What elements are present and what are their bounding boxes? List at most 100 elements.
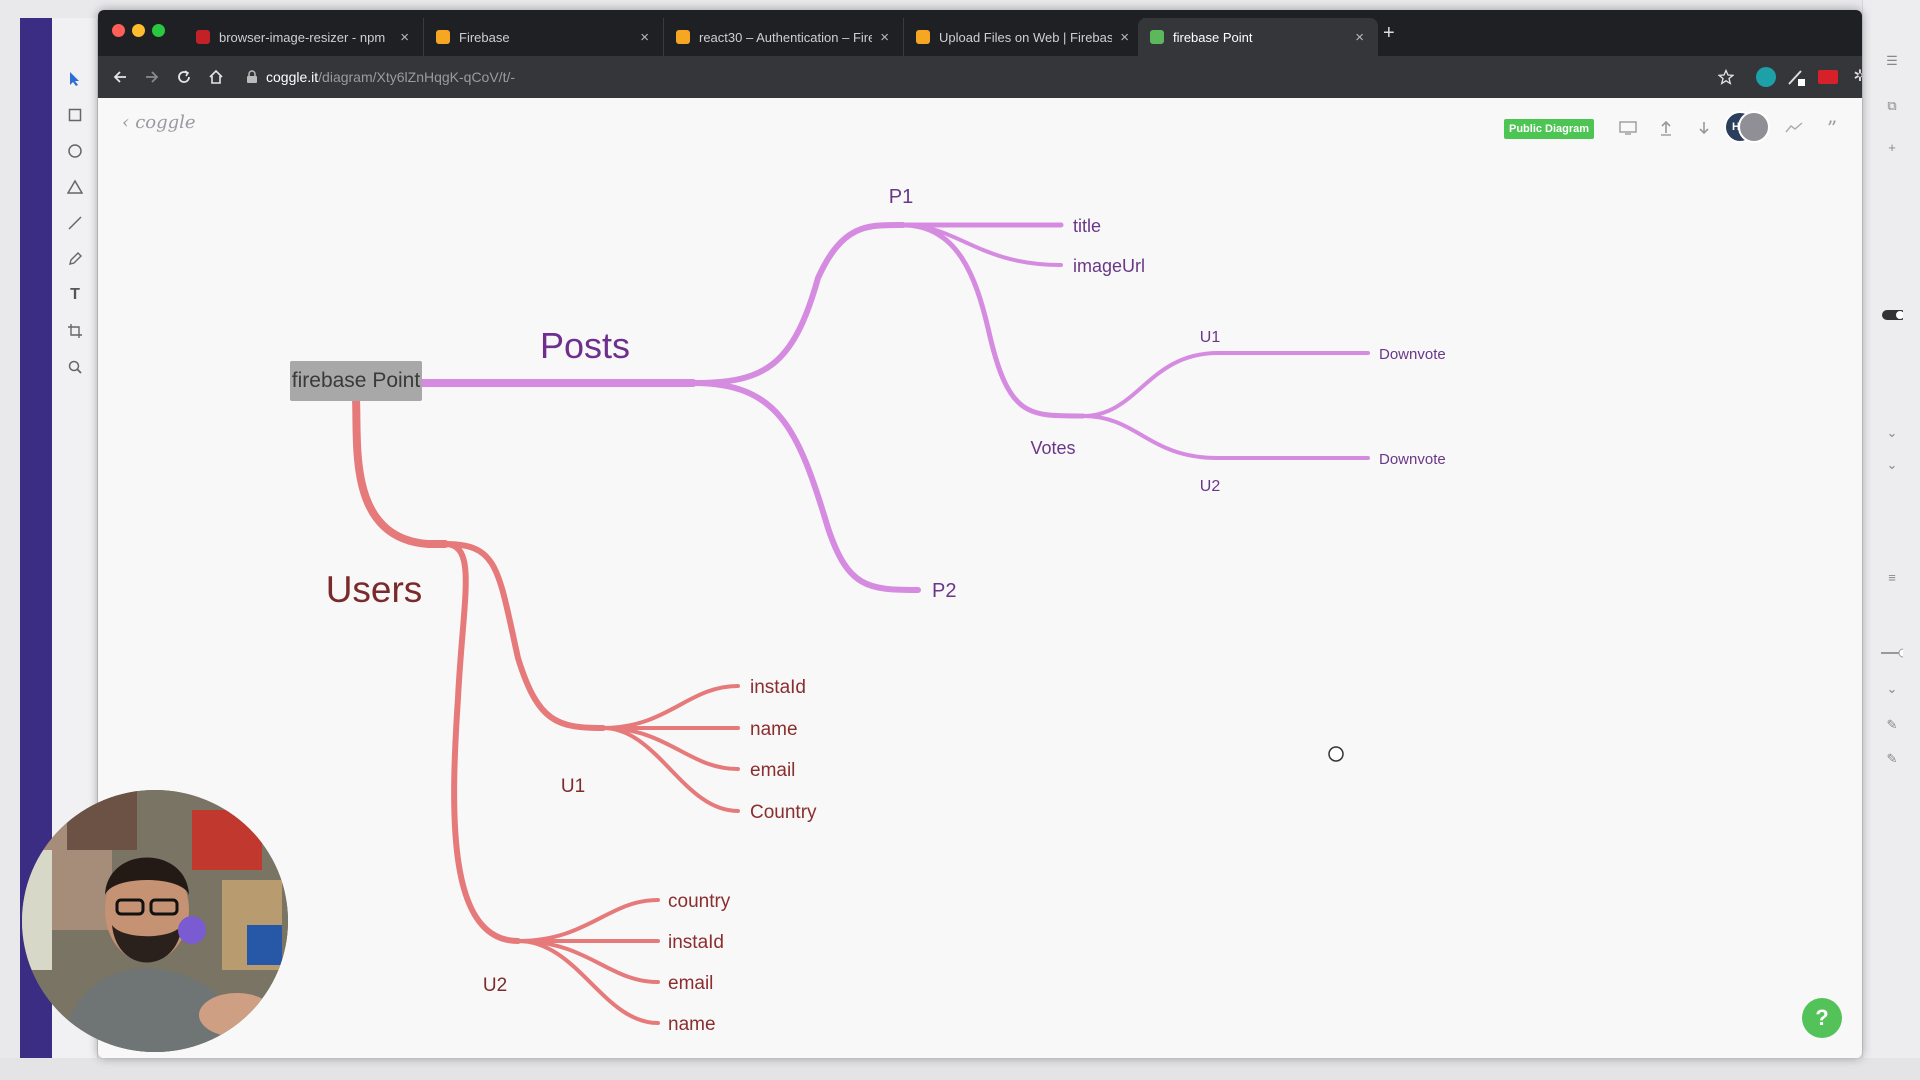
node-title[interactable]: title <box>1073 216 1101 236</box>
node-p2[interactable]: P2 <box>932 580 956 602</box>
npm-favicon-icon <box>196 30 210 44</box>
mind-map: Posts P1 title imageUrl Votes U1 U2 Down… <box>326 186 1446 1035</box>
branch-votes <box>900 222 1086 419</box>
tab-close-icon[interactable]: × <box>400 28 409 46</box>
reload-icon[interactable] <box>172 65 196 89</box>
eyedropper-icon-2[interactable]: ✎ <box>1886 751 1898 766</box>
crop-tool-icon[interactable] <box>64 320 86 342</box>
panel-chevron-down-icon-2[interactable]: ⌄ <box>1886 457 1898 472</box>
node-users-u1[interactable]: U1 <box>561 776 585 797</box>
rectangle-tool-icon[interactable] <box>64 104 86 126</box>
firebase-favicon-icon <box>676 30 690 44</box>
comment-quote-icon[interactable]: ” <box>1826 116 1838 140</box>
branch-country <box>601 726 740 813</box>
cursor-hand-icon <box>1328 746 1344 762</box>
coggle-back-link[interactable]: ‹ coggle <box>122 112 196 133</box>
tab-upload-files[interactable]: Upload Files on Web | Firebas × <box>904 18 1144 56</box>
node-downvote-u1[interactable]: Downvote <box>1379 346 1446 363</box>
share-upload-icon[interactable] <box>1654 116 1678 140</box>
node-u2-name[interactable]: name <box>668 1014 716 1035</box>
tab-firebase[interactable]: Firebase × <box>424 18 664 56</box>
text-tool-icon[interactable]: T <box>70 286 80 303</box>
tab-close-icon[interactable]: × <box>1355 28 1364 46</box>
node-p1[interactable]: P1 <box>889 186 913 208</box>
pointer-tool-icon[interactable] <box>64 68 86 90</box>
root-node[interactable]: firebase Point <box>290 361 422 401</box>
branch-u2-name <box>516 939 660 1025</box>
branch-votes-u1 <box>1081 351 1370 418</box>
node-u1-name[interactable]: name <box>750 719 798 740</box>
tab-close-icon[interactable]: × <box>640 28 649 46</box>
branch-p2 <box>690 380 921 593</box>
node-users[interactable]: Users <box>326 569 423 610</box>
address-bar[interactable]: coggle.it/diagram/Xty6lZnHqgK-qCoV/t/- <box>246 62 1746 92</box>
extension-grammarly-icon[interactable] <box>1756 67 1776 87</box>
present-icon[interactable] <box>1616 116 1640 140</box>
node-posts[interactable]: Posts <box>540 325 630 366</box>
tab-firebase-point[interactable]: firebase Point × <box>1138 18 1378 56</box>
triangle-tool-icon[interactable] <box>64 176 86 198</box>
public-diagram-badge[interactable]: Public Diagram <box>1504 119 1595 139</box>
browser-window: browser-image-resizer - npm × Firebase ×… <box>98 10 1862 1058</box>
tab-title: firebase Point <box>1173 29 1253 45</box>
extension-pen-icon[interactable] <box>1786 67 1806 87</box>
history-icon[interactable] <box>1782 116 1806 140</box>
panel-copy-icon[interactable]: ⧉ <box>1887 98 1897 113</box>
bookmark-star-icon[interactable] <box>1714 65 1738 89</box>
help-button[interactable]: ? <box>1802 998 1842 1038</box>
panel-menu-icon[interactable]: ☰ <box>1886 53 1898 68</box>
collaborator-avatars[interactable]: HC <box>1724 111 1770 145</box>
node-users-u2[interactable]: U2 <box>483 975 507 996</box>
branch-u2-email <box>516 939 660 984</box>
branch-votes-u2 <box>1081 414 1370 460</box>
node-votes-u2[interactable]: U2 <box>1200 478 1221 495</box>
tab-close-icon[interactable]: × <box>880 28 889 46</box>
node-u1-email[interactable]: email <box>750 760 795 781</box>
tab-title: Upload Files on Web | Firebas <box>939 29 1113 45</box>
zoom-tool-icon[interactable] <box>64 356 86 378</box>
node-downvote-u2[interactable]: Downvote <box>1379 451 1446 468</box>
tab-close-icon[interactable]: × <box>1120 28 1129 46</box>
presenter-video-image <box>22 790 288 1052</box>
desktop-bottom-strip <box>0 1058 1920 1080</box>
chevron-left-icon: ‹ <box>122 112 130 133</box>
node-u1-instaid[interactable]: instaId <box>750 677 806 698</box>
panel-plus-icon[interactable]: + <box>1888 139 1896 155</box>
panel-chevron-down-icon[interactable]: ⌄ <box>1886 425 1898 440</box>
extension-red-icon[interactable] <box>1818 70 1838 84</box>
node-u1-country[interactable]: Country <box>750 802 817 823</box>
eyedropper-icon[interactable]: ✎ <box>1886 717 1898 732</box>
avatar <box>1738 111 1770 143</box>
node-imageurl[interactable]: imageUrl <box>1073 256 1145 276</box>
panel-toggle-icon[interactable] <box>1881 304 1903 326</box>
url-path: /diagram/Xty6lZnHqgK-qCoV/t/- <box>318 69 516 85</box>
pen-tool-icon[interactable] <box>64 248 86 270</box>
line-tool-icon[interactable] <box>64 212 86 234</box>
window-close-button[interactable] <box>112 24 125 37</box>
circle-tool-icon[interactable] <box>64 140 86 162</box>
download-icon[interactable] <box>1692 116 1716 140</box>
panel-filter-icon[interactable]: ≡ <box>1888 569 1896 585</box>
branch-users <box>352 394 449 548</box>
branch-p1 <box>690 221 906 386</box>
tab-authentication[interactable]: react30 – Authentication – Fire × <box>664 18 904 56</box>
coggle-canvas[interactable]: ‹ coggle Public Diagram HC ” <box>98 98 1862 1058</box>
branch-u2-country <box>516 898 660 943</box>
forward-arrow-icon[interactable] <box>140 65 164 89</box>
new-tab-button[interactable]: + <box>1383 22 1395 44</box>
panel-chevron-down-icon-3[interactable]: ⌄ <box>1886 681 1898 696</box>
tab-title: react30 – Authentication – Fire <box>699 29 873 45</box>
home-icon[interactable] <box>204 65 228 89</box>
back-arrow-icon[interactable] <box>108 65 132 89</box>
node-u2-instaid[interactable]: instaId <box>668 932 724 953</box>
node-votes[interactable]: Votes <box>1030 438 1075 458</box>
window-maximize-button[interactable] <box>152 24 165 37</box>
window-minimize-button[interactable] <box>132 24 145 37</box>
extension-gear-icon[interactable]: ✲ <box>1853 68 1862 85</box>
panel-slider-icon[interactable] <box>1881 642 1903 664</box>
node-u2-country[interactable]: country <box>668 891 731 912</box>
node-u2-email[interactable]: email <box>668 973 713 994</box>
firebase-favicon-icon <box>916 30 930 44</box>
tab-npm[interactable]: browser-image-resizer - npm × <box>184 18 424 56</box>
node-votes-u1[interactable]: U1 <box>1200 329 1221 346</box>
